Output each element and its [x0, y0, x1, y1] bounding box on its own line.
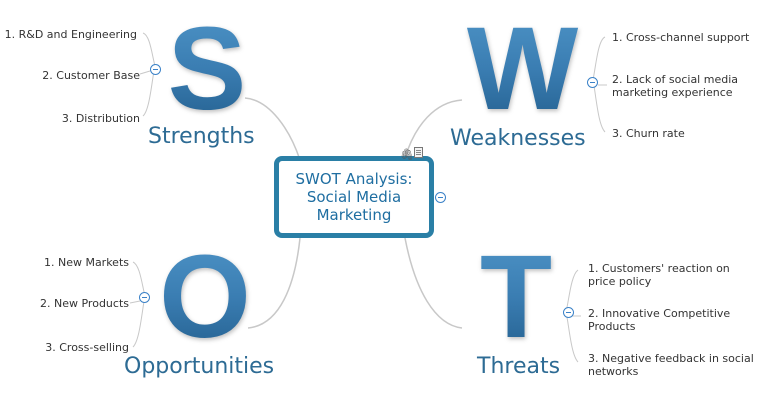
- threats-item-1[interactable]: 1. Customers' reaction on price policy: [588, 262, 730, 288]
- opportunities-item-1[interactable]: 1. New Markets: [43, 256, 129, 269]
- weaknesses-letter: W: [455, 10, 590, 128]
- threats-collapse-button[interactable]: [563, 307, 574, 318]
- note-icon[interactable]: [414, 147, 423, 158]
- weaknesses-item-2[interactable]: 2. Lack of social media marketing experi…: [612, 73, 738, 99]
- threats-letter: T: [472, 238, 560, 356]
- strengths-item-3[interactable]: 3. Distribution: [61, 112, 140, 125]
- opportunities-item-2[interactable]: 2. New Products: [40, 297, 129, 310]
- weaknesses-item-3[interactable]: 3. Churn rate: [612, 127, 685, 140]
- opportunities-item-3[interactable]: 3. Cross-selling: [45, 341, 129, 354]
- weaknesses-collapse-button[interactable]: [587, 77, 598, 88]
- central-topic[interactable]: SWOT Analysis: Social Media Marketing: [274, 156, 434, 238]
- weaknesses-label[interactable]: Weaknesses: [450, 126, 586, 151]
- central-topic-title: SWOT Analysis: Social Media Marketing: [295, 170, 413, 224]
- threats-label[interactable]: Threats: [477, 354, 561, 379]
- opportunities-letter: O: [155, 238, 255, 356]
- strengths-item-1[interactable]: 1. R&D and Engineering: [4, 28, 137, 41]
- opportunities-label[interactable]: Opportunities: [124, 354, 275, 379]
- strengths-letter: S: [162, 10, 252, 128]
- weaknesses-item-1[interactable]: 1. Cross-channel support: [612, 31, 750, 44]
- opportunities-collapse-button[interactable]: [139, 292, 150, 303]
- threats-item-3[interactable]: 3. Negative feedback in social networks: [588, 352, 754, 378]
- strengths-collapse-button[interactable]: [150, 64, 161, 75]
- central-collapse-button[interactable]: [435, 192, 446, 203]
- attachment-icon[interactable]: 🖇: [400, 148, 414, 161]
- threats-item-2[interactable]: 2. Innovative Competitive Products: [588, 307, 731, 333]
- strengths-label[interactable]: Strengths: [148, 124, 255, 149]
- strengths-item-2[interactable]: 2. Customer Base: [42, 69, 140, 82]
